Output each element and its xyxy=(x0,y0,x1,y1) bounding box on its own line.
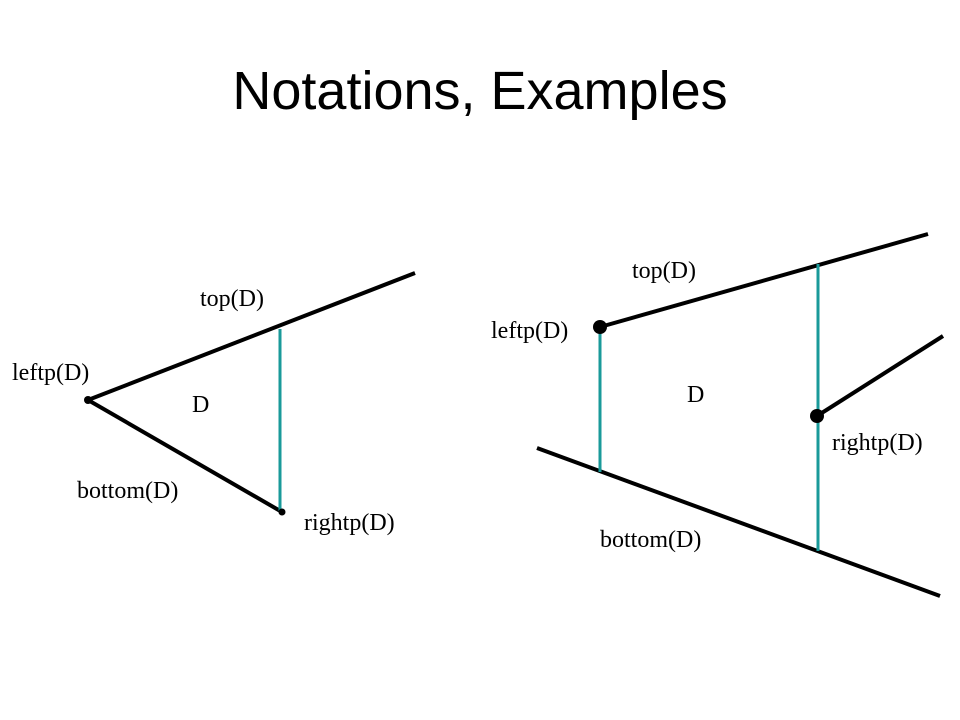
right-top-segment xyxy=(599,232,929,329)
right-rightp-point xyxy=(810,409,824,423)
right-rightp-label: rightp(D) xyxy=(832,430,923,456)
right-bottom-label: bottom(D) xyxy=(600,527,701,553)
left-bottom-label: bottom(D) xyxy=(77,478,178,504)
left-top-segment xyxy=(87,271,416,402)
right-upper-segment xyxy=(815,334,945,418)
right-top-label: top(D) xyxy=(632,258,696,284)
right-example: top(D) leftp(D) D rightp(D) bottom(D) xyxy=(491,232,945,598)
left-leftp-point xyxy=(84,396,92,404)
left-rightp-label: rightp(D) xyxy=(304,510,395,536)
left-leftp-label: leftp(D) xyxy=(12,360,89,386)
left-region-label: D xyxy=(192,392,209,418)
right-region-label: D xyxy=(687,382,704,408)
left-example: top(D) leftp(D) D bottom(D) rightp(D) xyxy=(12,271,416,536)
left-rightp-point xyxy=(278,508,286,516)
left-top-label: top(D) xyxy=(200,286,264,312)
right-leftp-point xyxy=(593,320,607,334)
right-bottom-segment xyxy=(536,446,941,598)
right-leftp-label: leftp(D) xyxy=(491,318,568,344)
slide-title: Notations, Examples xyxy=(232,61,728,121)
left-bottom-segment xyxy=(87,398,283,514)
